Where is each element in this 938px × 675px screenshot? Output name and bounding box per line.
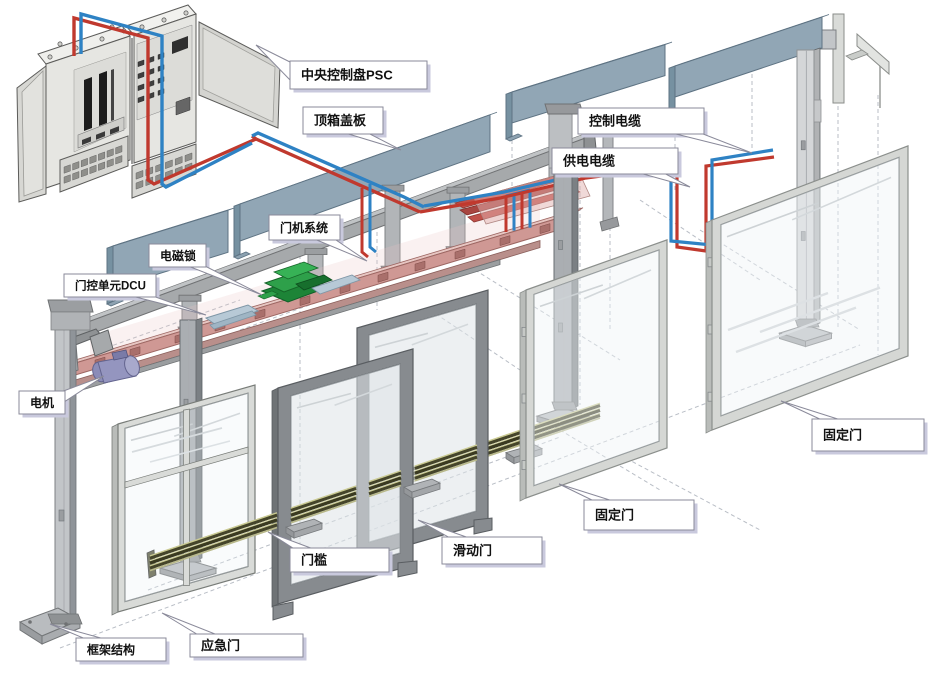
svg-text:电机: 电机 [30, 395, 54, 410]
svg-text:电磁锁: 电磁锁 [160, 248, 196, 263]
svg-text:滑动门: 滑动门 [453, 543, 492, 558]
svg-text:供电电缆: 供电电缆 [562, 154, 615, 169]
svg-text:控制电缆: 控制电缆 [589, 114, 641, 129]
svg-text:应急门: 应急门 [201, 638, 240, 653]
svg-text:门机系统: 门机系统 [280, 220, 328, 235]
svg-text:门槛: 门槛 [301, 553, 327, 568]
svg-text:框架结构: 框架结构 [87, 642, 135, 657]
svg-text:顶箱盖板: 顶箱盖板 [314, 113, 367, 128]
svg-text:门控单元DCU: 门控单元DCU [75, 279, 146, 293]
svg-text:中央控制盘PSC: 中央控制盘PSC [301, 68, 393, 83]
svg-text:固定门: 固定门 [823, 428, 862, 443]
svg-text:固定门: 固定门 [595, 508, 634, 523]
